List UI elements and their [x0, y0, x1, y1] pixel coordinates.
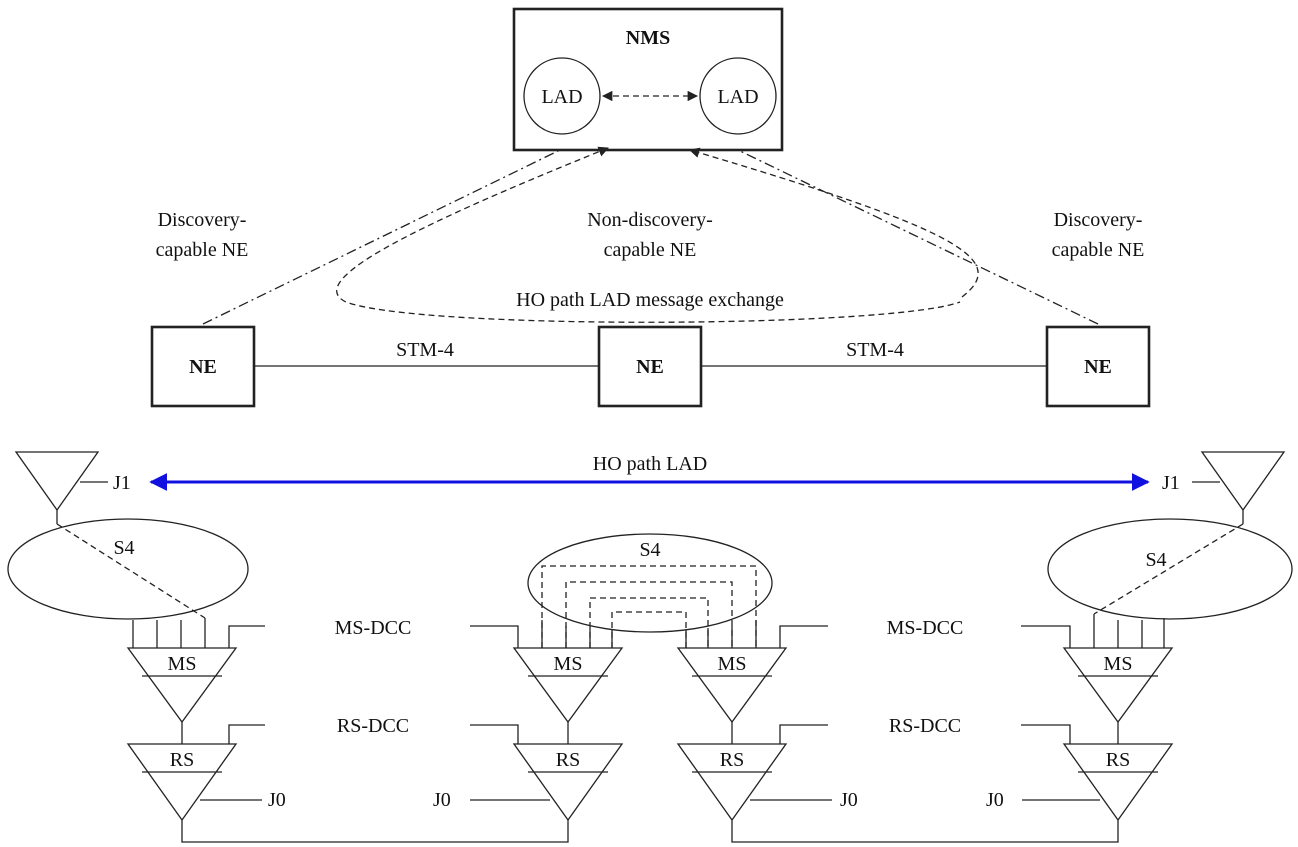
lad-left-label: LAD: [541, 86, 582, 108]
center-left-rs-triangle: [512, 743, 624, 822]
message-exchange-label: HO path LAD message exchange: [516, 289, 784, 311]
stm4-right-label: STM-4: [846, 339, 904, 361]
left-rs-label: RS: [170, 749, 194, 771]
right-ms-label: MS: [1104, 653, 1133, 675]
lad-left-circle: [523, 57, 601, 135]
right-ne-management-link: [737, 149, 1099, 325]
center-crossconnect-4: [611, 611, 687, 648]
left-ne-annotation-line1: Discovery-: [158, 209, 247, 231]
left-j1-triangle: [14, 451, 100, 512]
center-ne-annotation-line1: Non-discovery-: [587, 209, 713, 231]
right-j1-label: J1: [1162, 472, 1180, 494]
center-crossconnect-2: [565, 581, 733, 648]
center-left-ms-label: MS: [554, 653, 583, 675]
left-s4-ellipse: [7, 518, 249, 620]
center-right-ms-label: MS: [718, 653, 747, 675]
right-ne-annotation-line2: capable NE: [1052, 239, 1145, 261]
center-s4-ellipse: [527, 533, 773, 633]
right-ne-annotation-line1: Discovery-: [1054, 209, 1143, 231]
left-stack: J1 S4 MS RS J0: [7, 451, 286, 822]
right-s4-crossconnect: [1093, 523, 1244, 615]
center-right-rs-triangle: [676, 743, 788, 822]
center-ne-label: NE: [636, 356, 664, 378]
left-s4-label: S4: [113, 537, 134, 559]
stm4-left-label: STM-4: [396, 339, 454, 361]
right-s4-label: S4: [1145, 549, 1166, 571]
center-right-ms-triangle: [676, 647, 788, 724]
center-right-ms-dcc-line: [779, 625, 828, 648]
left-ms-label: MS: [168, 653, 197, 675]
right-rs-dcc-line: [1021, 724, 1071, 744]
right-ms-dcc-line: [1021, 625, 1071, 648]
rs-dcc-right-label: RS-DCC: [889, 715, 961, 737]
left-ne-label: NE: [189, 356, 217, 378]
right-s4-ellipse: [1047, 518, 1293, 620]
left-j0-label: J0: [268, 789, 286, 811]
right-fiber-run: [731, 820, 1119, 843]
center-crossconnect-3: [589, 597, 709, 648]
right-j1-triangle: [1200, 451, 1286, 512]
center-right-j0-label: J0: [840, 789, 858, 811]
lad-right-circle: [699, 57, 777, 135]
nms-frame: [512, 7, 784, 152]
ms-dcc-right-label: MS-DCC: [887, 617, 964, 639]
left-ne-box: [150, 325, 256, 408]
left-ms-dcc-line: [228, 625, 265, 648]
nms-box: NMS LAD LAD: [512, 7, 784, 152]
center-left-ms-dcc-line: [470, 625, 519, 648]
nms-title: NMS: [626, 27, 670, 49]
right-rs-triangle: [1062, 743, 1174, 822]
right-stack: J1 S4 MS RS J0: [986, 451, 1293, 822]
lad-right-label: LAD: [717, 86, 758, 108]
left-j1-label: J1: [113, 472, 131, 494]
rs-dcc-left-label: RS-DCC: [337, 715, 409, 737]
center-left-rs-dcc-line: [470, 724, 519, 744]
ms-dcc-left-label: MS-DCC: [335, 617, 412, 639]
right-ne-box: [1045, 325, 1151, 408]
center-right-rs-label: RS: [720, 749, 744, 771]
right-ne-label: NE: [1084, 356, 1112, 378]
center-stack: S4 MS MS RS RS J0 J0: [433, 533, 858, 822]
left-rs-dcc-line: [228, 724, 265, 744]
center-left-rs-label: RS: [556, 749, 580, 771]
left-fiber-run: [181, 820, 569, 843]
right-j0-label: J0: [986, 789, 1004, 811]
message-exchange-loop: [336, 146, 961, 323]
left-ms-triangle: [126, 647, 238, 724]
left-ne-annotation-line2: capable NE: [156, 239, 249, 261]
center-right-rs-dcc-line: [779, 724, 828, 744]
center-crossconnect-1: [541, 565, 757, 648]
center-left-j0-label: J0: [433, 789, 451, 811]
left-ne-management-link: [202, 149, 561, 325]
center-left-ms-triangle: [512, 647, 624, 724]
right-rs-label: RS: [1106, 749, 1130, 771]
left-rs-triangle: [126, 743, 238, 822]
ho-path-label: HO path LAD: [593, 453, 707, 475]
center-ne-box: [597, 325, 703, 408]
right-ms-triangle: [1062, 647, 1174, 724]
center-ne-annotation-line2: capable NE: [604, 239, 697, 261]
message-exchange-right-arm: [689, 147, 979, 298]
center-s4-label: S4: [639, 539, 660, 561]
